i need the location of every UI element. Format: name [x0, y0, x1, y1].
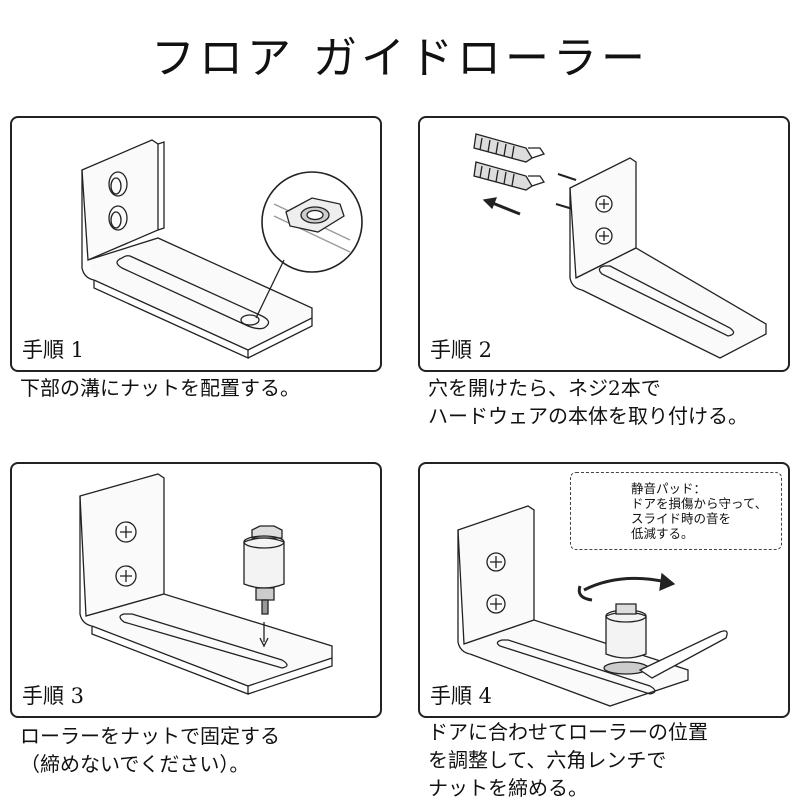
step-3-illustration	[79, 473, 333, 695]
step-2-panel: 手順 2	[418, 116, 790, 372]
step-4-illustration	[457, 480, 728, 707]
step-4-label: 手順 4	[430, 684, 493, 708]
step-2-label: 手順 2	[430, 338, 493, 362]
page-title: フロア ガイドローラー	[151, 33, 649, 84]
silent-pad-note: 静音パッド： ドアを損傷から守って、 スライド時の音を 低減する。	[570, 472, 782, 550]
step-1-panel: 手順 1	[10, 116, 382, 372]
step-1-caption: 下部の溝にナットを配置する。	[20, 376, 300, 400]
anchor-icon	[473, 133, 546, 163]
step-4-panel: 静音パッド： ドアを損傷から守って、 スライド時の音を 低減する。 手順 4	[418, 462, 790, 718]
step-1-illustration	[81, 139, 363, 360]
step-4-caption: ドアに合わせてローラーの位置 を調整して、六角レンチで ナットを締める。	[428, 720, 708, 800]
step-3-label: 手順 3	[22, 684, 85, 708]
step-2-caption: 穴を開けたら、ネジ2本で ハードウェアの本体を取り付ける。	[428, 376, 748, 428]
step-3-caption: ローラーをナットで固定する （締めないでください）。	[20, 724, 280, 776]
anchor-icon	[473, 161, 546, 191]
step-2-illustration	[473, 133, 767, 359]
step-1-label: 手順 1	[22, 338, 85, 362]
silent-pad-text: 静音パッド： ドアを損傷から守って、 スライド時の音を 低減する。	[631, 481, 768, 541]
step-3-panel: 手順 3	[10, 462, 382, 718]
